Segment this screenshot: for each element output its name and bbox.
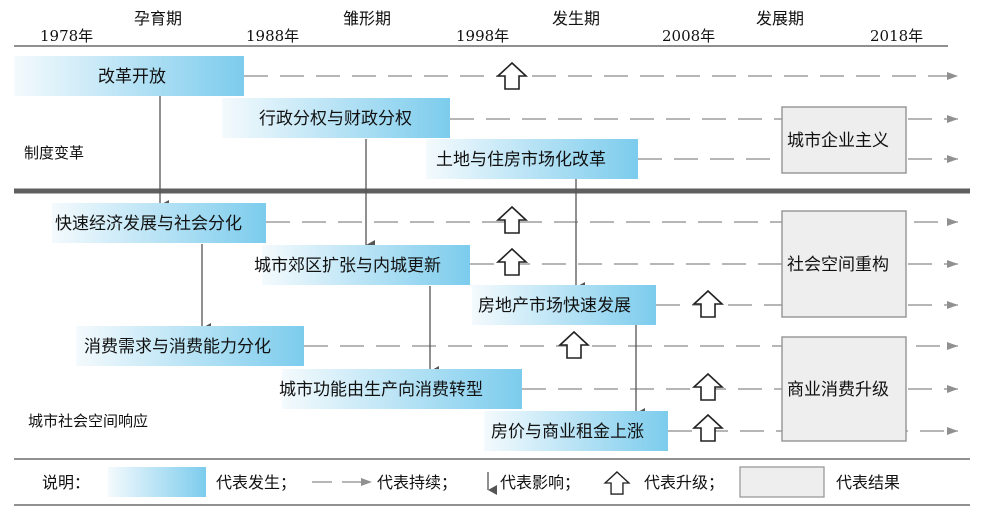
event-label-price-rise: 房价与商业租金上涨 — [491, 422, 644, 442]
result-label-upgrade: 商业消费升级 — [787, 380, 889, 400]
timeline-header: 1978年 1988年 1998年 2008年 2018年 孕育期 雏形期 发生… — [14, 9, 948, 47]
event-bar-price-rise: 房价与商业租金上涨 — [484, 411, 668, 451]
result-label-restructuring: 社会空间重构 — [787, 255, 889, 275]
event-bar-land-housing: 土地与住房市场化改革 — [426, 139, 638, 179]
phase-label-incubation: 孕育期 — [134, 9, 182, 28]
year-label-2008: 2008年 — [662, 27, 715, 45]
event-bar-suburban: 城市郊区扩张与内城更新 — [254, 245, 470, 285]
upgrade-arrow-icon — [693, 290, 723, 318]
event-label-decentralization: 行政分权与财政分权 — [259, 109, 412, 129]
event-label-function-shift: 城市功能由生产向消费转型 — [279, 380, 483, 400]
legend-swatch-result — [739, 466, 825, 498]
legend-title: 说明： — [42, 473, 90, 492]
upgrade-arrow-icon — [559, 331, 589, 359]
influence-arrows — [159, 95, 645, 418]
legend-label-continue: 代表持续； — [377, 473, 457, 492]
event-label-consumption-diff: 消费需求与消费能力分化 — [84, 337, 271, 357]
upgrade-arrow-icon — [693, 373, 723, 401]
result-label-entrepreneurialism: 城市企业主义 — [787, 131, 889, 151]
event-bar-realestate: 房地产市场快速发展 — [472, 285, 656, 325]
event-label-economy: 快速经济发展与社会分化 — [55, 214, 242, 234]
legend-label-result: 代表结果 — [836, 473, 900, 492]
result-box-restructuring: 社会空间重构 — [781, 210, 907, 318]
event-bar-function-shift: 城市功能由生产向消费转型 — [279, 369, 522, 409]
result-box-upgrade: 商业消费升级 — [781, 336, 907, 442]
event-bar-decentralization: 行政分权与财政分权 — [222, 98, 450, 138]
legend-label-influence: 代表影响； — [500, 473, 580, 492]
legend-label-occur: 代表发生； — [216, 473, 296, 492]
event-label-reform: 改革开放 — [98, 67, 166, 87]
event-bar-reform: 改革开放 — [14, 56, 244, 96]
section-label-institutional: 制度变革 — [24, 144, 84, 162]
event-label-suburban: 城市郊区扩张与内城更新 — [254, 256, 441, 276]
result-box-entrepreneurialism: 城市企业主义 — [781, 106, 907, 174]
legend-swatch-occur — [108, 467, 206, 497]
year-label-1998: 1998年 — [456, 27, 509, 45]
year-label-1988: 1988年 — [246, 27, 299, 45]
year-label-2018: 2018年 — [870, 27, 923, 45]
event-label-realestate: 房地产市场快速发展 — [478, 296, 631, 316]
event-label-land-housing: 土地与住房市场化改革 — [436, 150, 606, 170]
legend-label-upgrade: 代表升级； — [644, 473, 724, 492]
event-bar-economy: 快速经济发展与社会分化 — [52, 203, 266, 243]
upgrade-arrow-icon — [497, 248, 527, 276]
phase-label-embryonic: 雏形期 — [343, 9, 391, 28]
legend-upgrade-icon — [604, 471, 630, 495]
phase-label-development: 发展期 — [756, 9, 804, 28]
event-bar-consumption-diff: 消费需求与消费能力分化 — [76, 326, 304, 366]
phase-label-occurrence: 发生期 — [552, 9, 600, 28]
upgrade-arrow-icon — [497, 206, 527, 234]
upgrade-arrows — [497, 62, 723, 442]
upgrade-arrow-icon — [693, 414, 723, 442]
upgrade-arrow-icon — [497, 62, 527, 90]
year-label-1978: 1978年 — [40, 27, 93, 45]
section-label-response: 城市社会空间响应 — [28, 412, 148, 430]
legend: 说明： 代表发生； 代表持续； 代表影响； 代表升级； 代表结果 — [14, 458, 970, 506]
